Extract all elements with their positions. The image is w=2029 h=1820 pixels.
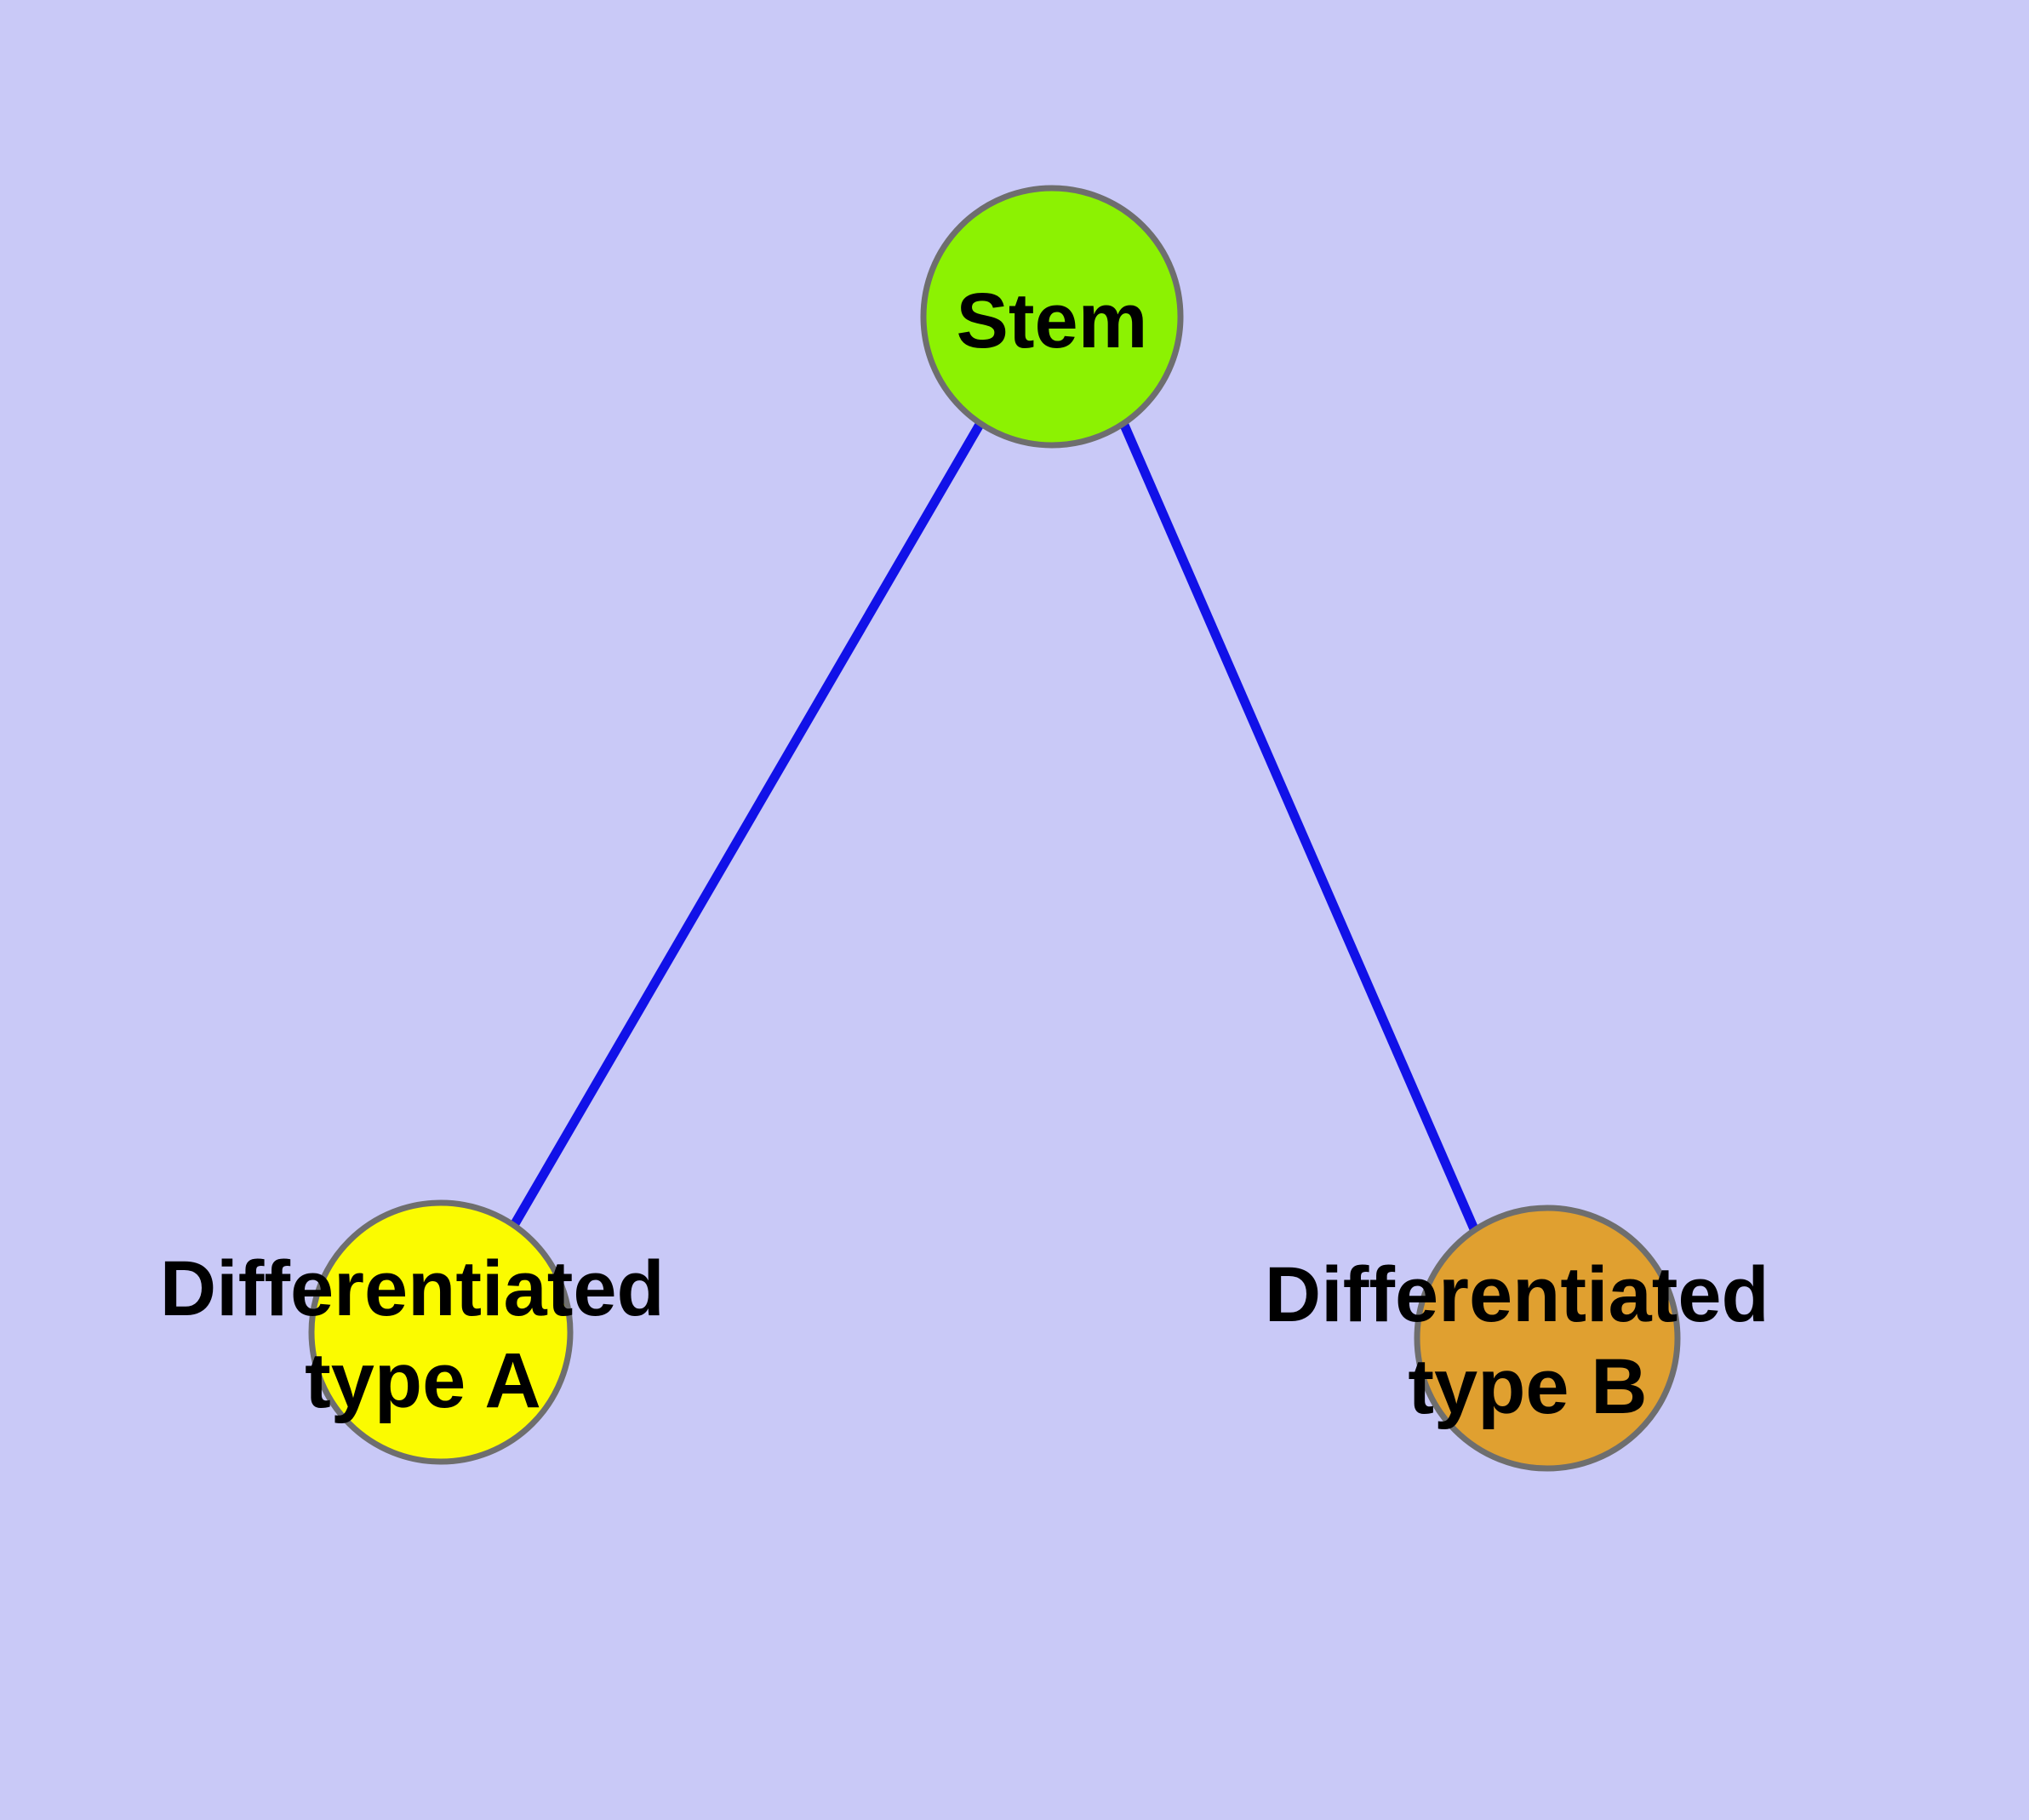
node-diff-b-label-line-2: type B [1408, 1343, 1647, 1430]
edge-stem-to-diff-b[interactable] [1118, 421, 1480, 1233]
label-layer: Stem Differentiated type A Differentiate… [160, 278, 1792, 1430]
node-diff-a-label-line-2: type A [305, 1337, 541, 1424]
node-diff-a-circle[interactable] [308, 1199, 574, 1465]
node-diff-b-label: Differentiated type B [1265, 1251, 1792, 1430]
node-layer [308, 185, 1681, 1472]
node-diff-a-label-line-1: Differentiated [160, 1245, 665, 1332]
node-diff-b-circle[interactable] [1414, 1205, 1681, 1472]
edge-layer [509, 421, 1480, 1233]
node-diff-a-label: Differentiated type A [160, 1245, 687, 1424]
node-stem-label: Stem [957, 278, 1148, 364]
edge-stem-to-diff-a[interactable] [509, 421, 985, 1229]
node-stem-circle[interactable] [920, 185, 1184, 449]
node-stem-label-line-1: Stem [957, 278, 1148, 364]
node-diff-b-label-line-1: Differentiated [1265, 1251, 1769, 1338]
